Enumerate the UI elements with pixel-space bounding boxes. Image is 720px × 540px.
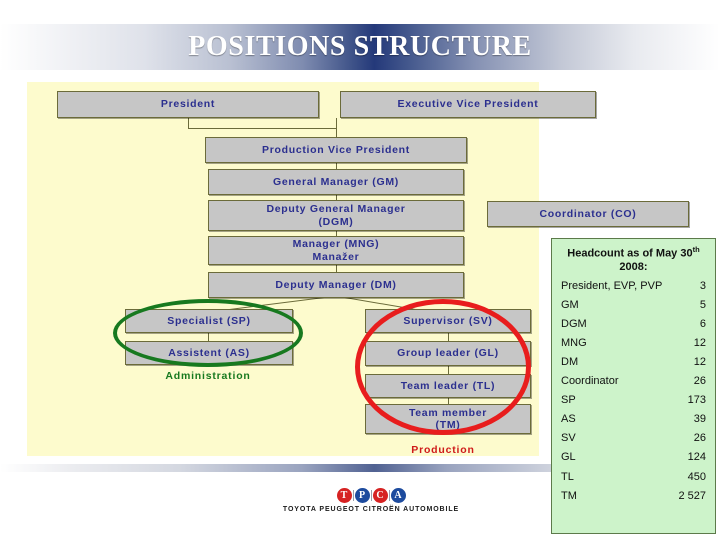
title-banner <box>0 24 720 70</box>
headcount-label: SP <box>561 394 576 407</box>
headcount-label: President, EVP, PVP <box>561 280 663 293</box>
node-production-vice-president[interactable]: Production Vice President <box>205 137 467 163</box>
headcount-value: 26 <box>693 375 706 388</box>
headcount-row: MNG 12 <box>561 338 706 350</box>
node-deputy-manager[interactable]: Deputy Manager (DM) <box>208 272 464 298</box>
logo-separator <box>352 490 354 501</box>
tpca-wordmark: TOYOTA PEUGEOT CITROËN AUTOMOBILE <box>282 506 460 513</box>
connector-pvp-gm <box>336 162 337 170</box>
headcount-value: 3 <box>699 280 706 293</box>
headcount-row: DM 12 <box>561 357 706 369</box>
headcount-row: Coordinator 26 <box>561 376 706 388</box>
headcount-value: 2 527 <box>678 489 706 502</box>
headcount-label: SV <box>561 432 576 445</box>
headcount-label: TL <box>561 470 574 483</box>
headcount-label: GL <box>561 451 576 464</box>
headcount-row: DGM 6 <box>561 319 706 331</box>
connector-gm-dgm <box>336 194 337 200</box>
node-dgm-label: Deputy General Manager <box>266 203 406 216</box>
node-dgm-label-secondary: (DGM) <box>318 215 354 228</box>
headcount-title: Headcount as of May 30th 2008: <box>561 245 706 274</box>
page-title: POSITIONS STRUCTURE <box>188 31 532 62</box>
logo-separator <box>370 490 372 501</box>
headcount-label: AS <box>561 413 576 426</box>
headcount-title-superscript: th <box>692 245 700 254</box>
headcount-row: President, EVP, PVP 3 <box>561 280 706 293</box>
node-dm-label: Deputy Manager (DM) <box>275 278 397 291</box>
node-executive-vice-president[interactable]: Executive Vice President <box>340 91 596 118</box>
headcount-panel: Headcount as of May 30th 2008: President… <box>551 238 716 534</box>
logo-letter-p-icon: P <box>354 488 370 503</box>
node-pvp-label: Production Vice President <box>261 143 410 156</box>
headcount-value: 12 <box>693 337 706 350</box>
logo-letter-a-icon: A <box>390 488 406 503</box>
logo-separator <box>388 490 390 501</box>
connector-evp-down <box>336 118 337 138</box>
headcount-label: TM <box>561 489 577 502</box>
headcount-label: DM <box>561 356 579 369</box>
headcount-label: MNG <box>561 337 587 350</box>
headcount-row: AS 39 <box>561 414 706 426</box>
tpca-logo-marks: T P C A <box>276 488 466 503</box>
node-deputy-general-manager[interactable]: Deputy General Manager (DGM) <box>208 200 464 231</box>
headcount-row: TM 2 527 <box>561 489 706 503</box>
headcount-value: 124 <box>687 451 706 464</box>
headcount-title-suffix: 2008: <box>619 260 648 273</box>
bottom-divider <box>0 464 720 472</box>
administration-highlight-ellipse <box>113 299 303 367</box>
headcount-value: 173 <box>687 394 706 407</box>
headcount-row: GM 5 <box>561 300 706 312</box>
connector-president-down <box>188 118 189 128</box>
connector-mng-dm <box>336 264 337 272</box>
headcount-value: 450 <box>687 470 706 483</box>
logo-letter-t-icon: T <box>336 488 352 503</box>
node-manager[interactable]: Manager (MNG) Manažer <box>208 236 464 265</box>
logo-letter-c-icon: C <box>372 488 388 503</box>
node-mng-label: Manager (MNG) <box>292 238 380 251</box>
headcount-value: 26 <box>693 432 706 445</box>
headcount-title-prefix: Headcount as of May 30 <box>567 247 693 260</box>
connector-president-to-pvp <box>188 128 336 129</box>
headcount-value: 39 <box>693 413 706 426</box>
node-mng-label-secondary: Manažer <box>312 250 360 263</box>
headcount-row: TL 450 <box>561 470 706 484</box>
headcount-value: 5 <box>699 299 706 312</box>
administration-group-label: Administration <box>165 370 251 382</box>
production-group-label: Production <box>411 444 475 456</box>
headcount-row: SV 26 <box>561 433 706 445</box>
node-gm-label: General Manager (GM) <box>272 175 400 188</box>
production-highlight-ellipse <box>355 299 531 435</box>
node-general-manager[interactable]: General Manager (GM) <box>208 169 464 195</box>
headcount-value: 6 <box>699 318 706 331</box>
node-president[interactable]: President <box>57 91 319 118</box>
headcount-row: SP 173 <box>561 395 706 407</box>
tpca-logo: T P C A TOYOTA PEUGEOT CITROËN AUTOMOBIL… <box>276 488 466 513</box>
node-president-label: President <box>160 98 216 111</box>
connector-dgm-mng <box>336 230 337 236</box>
headcount-label: DGM <box>561 318 587 331</box>
headcount-label: GM <box>561 299 579 312</box>
node-coordinator[interactable]: Coordinator (CO) <box>487 201 689 227</box>
node-evp-label: Executive Vice President <box>397 98 539 111</box>
headcount-label: Coordinator <box>561 375 619 388</box>
headcount-value: 12 <box>693 356 706 369</box>
headcount-row: GL 124 <box>561 452 706 464</box>
node-coordinator-label: Coordinator (CO) <box>539 207 637 220</box>
